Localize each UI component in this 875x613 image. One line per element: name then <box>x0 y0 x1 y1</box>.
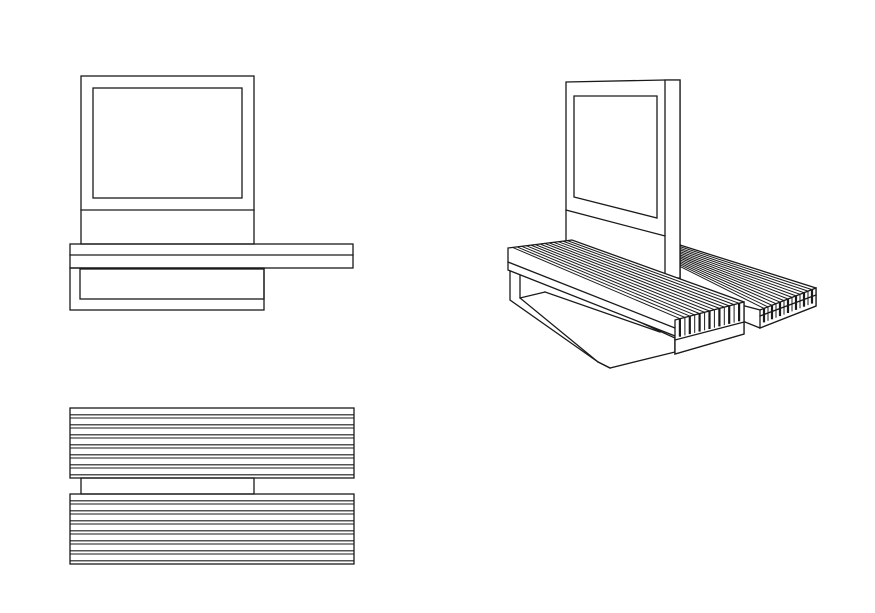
slat-line <box>530 244 700 315</box>
panel-screen <box>92 87 243 199</box>
rear-slatted-bench <box>69 493 355 565</box>
panel-outer-frame <box>80 75 255 245</box>
front-slatted-bench <box>69 407 355 479</box>
panel-screen <box>573 95 658 219</box>
slat-line <box>679 256 789 300</box>
display-panel <box>565 79 681 279</box>
slat-line <box>679 262 773 306</box>
slat-line <box>562 240 735 306</box>
bench-seat <box>69 243 354 269</box>
slat-line <box>567 240 740 304</box>
slat-line <box>679 249 805 294</box>
base-frame-outer <box>69 267 265 311</box>
slat-line <box>679 259 781 303</box>
slat-line <box>679 247 809 292</box>
base-frame-floor-back <box>544 291 661 333</box>
panel-side-face <box>664 79 681 279</box>
panel-lower-edge <box>565 209 666 237</box>
side-elevation-view <box>69 75 354 311</box>
front-slatted-bench <box>507 239 745 355</box>
slat-line <box>516 246 686 318</box>
slat-line <box>679 254 793 298</box>
slat-line <box>679 246 813 291</box>
bench-seat-top <box>69 243 354 269</box>
slat-line <box>679 251 801 295</box>
front-bench-side-line <box>507 261 676 329</box>
base-frame-opening <box>79 268 265 300</box>
front-bench-slat-lines <box>70 414 354 476</box>
slat-line <box>548 242 720 309</box>
slat-line <box>679 257 785 302</box>
slat-line <box>553 241 725 308</box>
base-frame-foot <box>597 361 611 369</box>
slat-line <box>539 243 710 312</box>
rear-bench-slat-lines <box>70 500 354 562</box>
slat-line <box>679 260 777 305</box>
slat-line <box>535 244 705 313</box>
bench-base-frame <box>69 267 265 311</box>
isometric-view <box>507 79 817 369</box>
slat-line <box>526 245 695 316</box>
rear-bench-outline <box>69 493 355 565</box>
base-frame-floor-line <box>519 291 546 299</box>
front-bench-slats <box>512 240 741 337</box>
rear-slatted-bench <box>679 244 817 329</box>
slat-line <box>679 264 769 308</box>
slat-line <box>679 252 797 297</box>
display-panel <box>80 75 255 245</box>
slat-line <box>544 242 715 311</box>
rear-bench-slats <box>679 246 814 323</box>
front-bench-front-line <box>674 321 745 341</box>
slat-line <box>679 265 765 309</box>
slat-line <box>512 246 681 320</box>
slat-line <box>558 241 730 307</box>
plan-view <box>69 407 355 565</box>
center-connector <box>80 477 255 495</box>
rear-bench-end-line <box>744 305 761 311</box>
connector-outline <box>80 477 255 495</box>
slat-line <box>521 245 690 317</box>
